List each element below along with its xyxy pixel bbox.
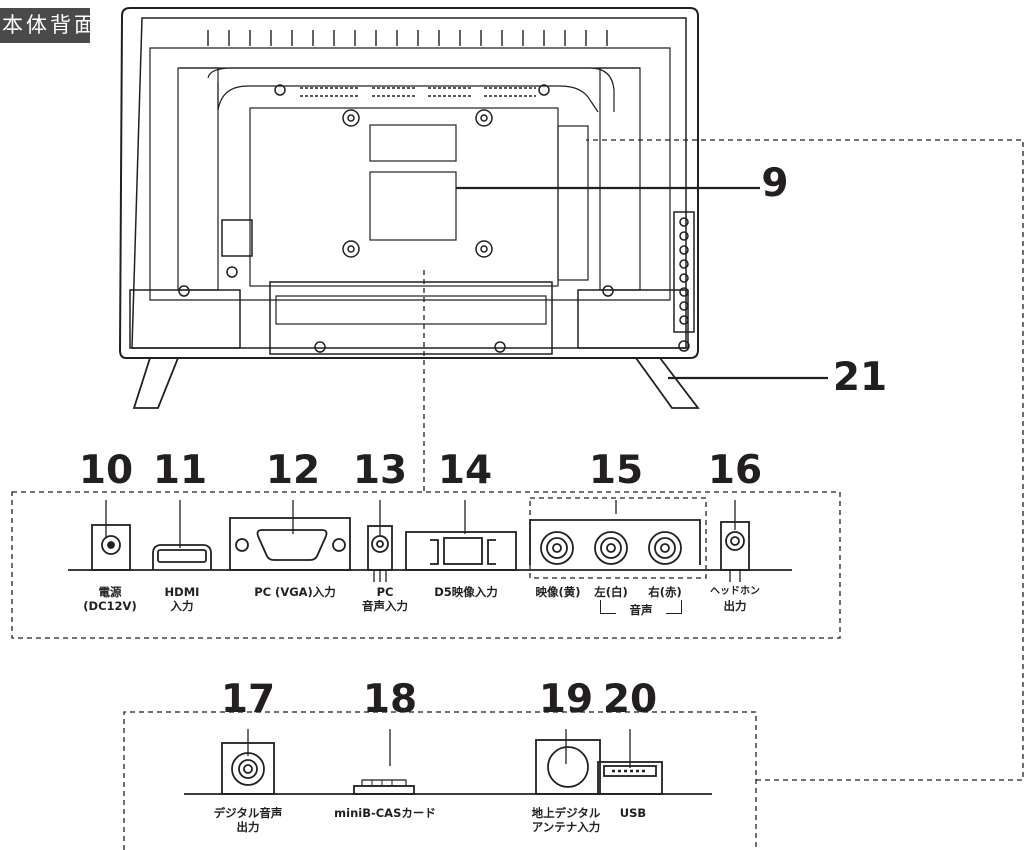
- vent-slits: [207, 30, 608, 97]
- dc-power-jack: [91, 524, 131, 571]
- label-power-line2: (DC12V): [83, 599, 137, 613]
- callout-14: 14: [437, 448, 493, 493]
- label-antenna-line1: 地上デジタル: [531, 806, 601, 820]
- label-audio-left: 左(白): [594, 585, 628, 599]
- label-hdmi-line1: HDMI: [164, 585, 200, 599]
- callout-16: 16: [707, 448, 763, 493]
- vga-port: [229, 517, 351, 571]
- callout-12: 12: [265, 448, 321, 493]
- label-d5: D5映像入力: [434, 585, 498, 599]
- minib-cas-slot: [353, 785, 415, 795]
- headphone-jack: [720, 521, 750, 571]
- callout-15: 15: [588, 448, 644, 493]
- label-pc-vga: PC (VGA)入力: [254, 585, 336, 599]
- label-video-yellow: 映像(黄): [535, 585, 581, 599]
- label-antenna: 地上デジタル アンテナ入力: [516, 806, 616, 834]
- label-minib-cas: miniB-CASカード: [334, 806, 436, 820]
- port-strip-lower: [184, 739, 712, 795]
- label-digital-audio: デジタル音声 出力: [198, 806, 298, 834]
- label-power-line1: 電源: [98, 585, 122, 599]
- label-digital-audio-line1: デジタル音声: [213, 806, 283, 820]
- d5-port: [405, 531, 517, 571]
- hdmi-port: [152, 544, 212, 570]
- callout-box-upper: [11, 491, 841, 639]
- callout-19: 19: [538, 677, 594, 722]
- label-headphone-line1: ヘッドホン: [710, 586, 760, 597]
- label-hdmi-line2: 入力: [170, 599, 194, 613]
- callout-21: 21: [832, 355, 888, 400]
- label-headphone-line2: 出力: [723, 599, 747, 613]
- label-audio-group: 音声: [616, 603, 666, 617]
- tv-back-body: [118, 7, 700, 409]
- callout-10: 10: [78, 448, 134, 493]
- callout-13: 13: [352, 448, 408, 493]
- label-audio-right: 右(赤): [648, 585, 682, 599]
- label-pc-audio-line1: PC: [376, 585, 394, 599]
- label-pc-audio: PC 音声入力: [350, 585, 420, 613]
- port-strip-upper: [68, 517, 792, 582]
- label-power: 電源 (DC12V): [80, 585, 140, 613]
- callout-11: 11: [152, 448, 208, 493]
- label-headphone: ヘッドホン 出力: [705, 585, 765, 613]
- callout-9: 9: [761, 161, 789, 206]
- label-pc-audio-line2: 音声入力: [362, 599, 408, 613]
- antenna-input: [535, 739, 601, 795]
- digital-audio-jack: [221, 742, 275, 795]
- usb-port: [597, 761, 663, 795]
- section-title: 本体背面: [0, 8, 90, 43]
- callout-17: 17: [220, 677, 276, 722]
- label-antenna-line2: アンテナ入力: [531, 820, 601, 834]
- rca-panel: [529, 519, 701, 565]
- callout-18: 18: [362, 677, 418, 722]
- callout-20: 20: [602, 677, 658, 722]
- label-digital-audio-line2: 出力: [236, 820, 260, 834]
- label-usb: USB: [619, 806, 647, 820]
- label-hdmi: HDMI 入力: [152, 585, 212, 613]
